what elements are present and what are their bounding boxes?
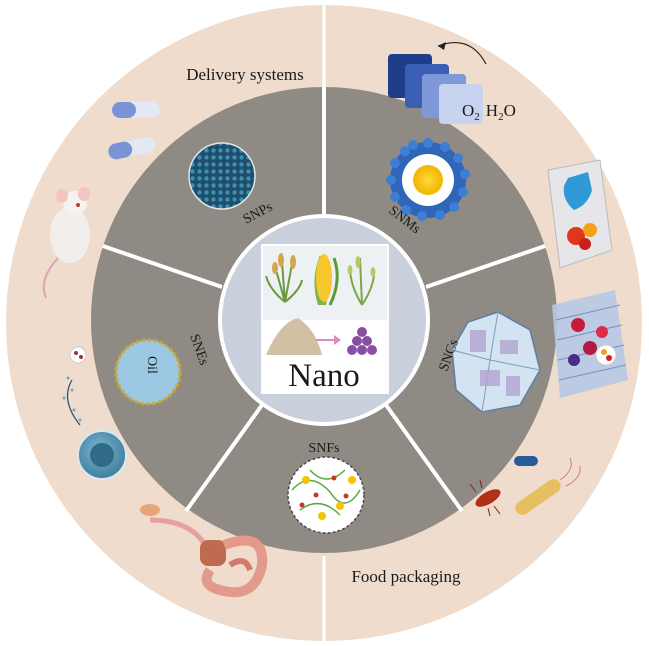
snfs-label: SNFs [308,441,339,456]
coated-berries-icon [552,290,628,398]
shield-icon [563,172,592,210]
packaged-food-icon [547,159,613,269]
barrier-film-icon [388,42,487,124]
center-image: Nano [261,244,389,394]
cell-icon [77,430,127,480]
digestive-tract-icon [140,504,268,598]
delivery-systems-label: Delivery systems [186,65,304,84]
bacteria-icon [469,456,581,517]
center-title: Nano [288,358,359,394]
nanoparticle-cluster-icon [347,327,377,355]
wheat-icon [265,261,303,303]
arrow-icon [316,335,341,345]
snps-particle-icon [188,142,256,210]
snfs-segment: SNFs [287,441,365,534]
snfs-fiber-icon [287,456,365,534]
snms-segment: SNMs [386,138,470,237]
snps-segment: SNPs [188,142,275,228]
snes-emulsion-icon [114,338,182,406]
corn-icon [314,254,339,306]
snms-micelle-icon [386,138,470,221]
food-packaging-label: Food packaging [351,567,461,586]
segment-dividers [102,87,546,513]
oil-label: Oil [144,356,159,374]
capsule-icon [108,102,160,160]
sncs-segment: SNCs [437,311,541,413]
drug-release-icon [62,346,87,426]
powder-icon [266,318,322,355]
mouse-icon [42,187,90,299]
